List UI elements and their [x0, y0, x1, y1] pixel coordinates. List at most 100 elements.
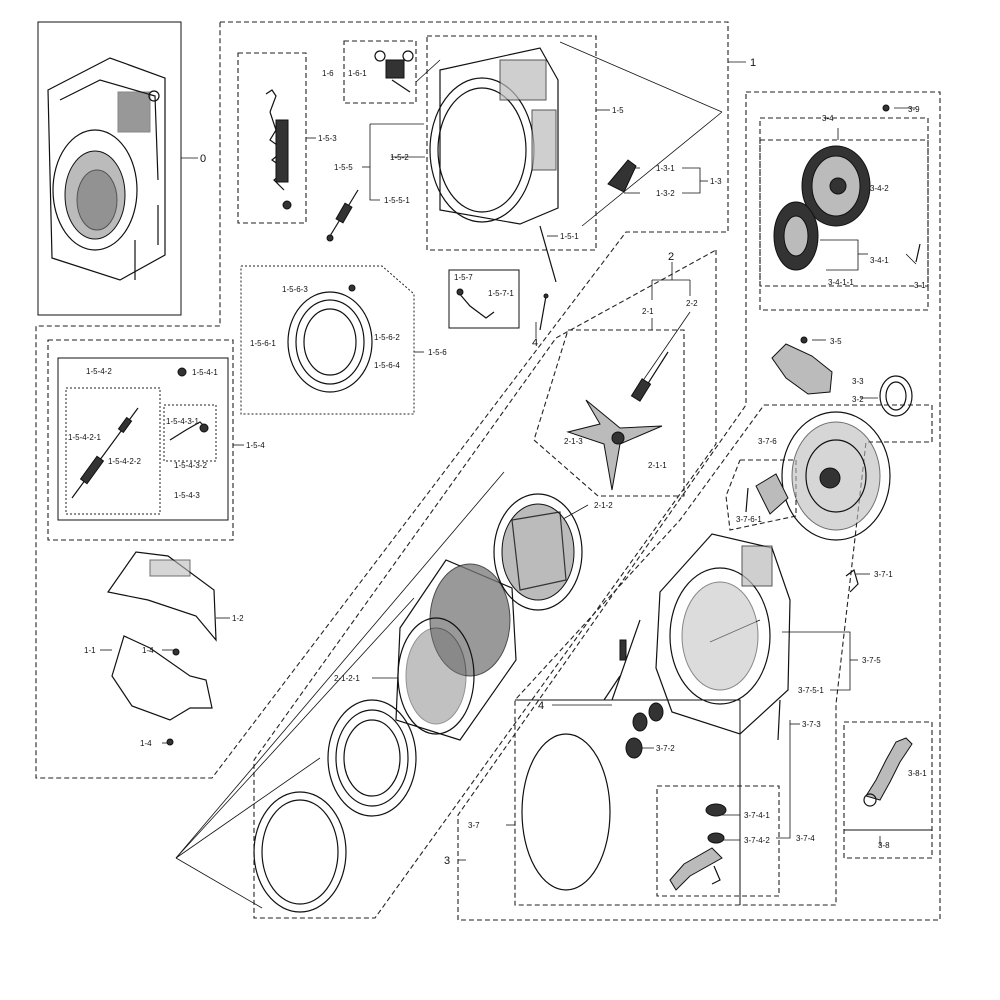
label-1-5-6-1: 1-5-6-1 — [250, 339, 276, 348]
label-3-7-2: 3-7-2 — [656, 744, 675, 753]
label-1-5-4-2-1: 1-5-4-2-1 — [68, 433, 101, 442]
sensor-3-7-6-part — [745, 473, 789, 515]
group-1-5-7-outline — [448, 269, 520, 329]
label-1-3-2: 1-3-2 — [656, 189, 675, 198]
label-1-3: 1-3 — [710, 177, 722, 186]
label-3-8: 3-8 — [878, 841, 890, 850]
label-3-9: 3-9 — [908, 105, 920, 114]
assembly-illustration — [47, 57, 166, 281]
label-1-5-4-1: 1-5-4-1 — [192, 368, 218, 377]
group-3-7-lower-frame — [515, 699, 741, 905]
hose-1-5-4-part — [71, 367, 209, 499]
group-2-1-outline — [533, 329, 685, 497]
group-3-7-4-outline — [656, 785, 780, 897]
bracket-3-3-part — [771, 336, 833, 395]
label-1-5-5-1: 1-5-5-1 — [384, 196, 410, 205]
spring-part — [265, 89, 292, 210]
rear-drum-wall-part — [493, 493, 583, 611]
group-3-8-outline — [843, 721, 933, 859]
label-3-4-1: 3-4-1 — [870, 256, 889, 265]
ring-3-2-part — [879, 375, 913, 417]
label-3-7-4: 3-7-4 — [796, 834, 815, 843]
label-1-6: 1-6 — [322, 69, 334, 78]
label-2: 2 — [668, 251, 674, 263]
front-tub-part — [429, 47, 559, 283]
label-3-3: 3-3 — [852, 377, 864, 386]
label-1-6-1: 1-6-1 — [348, 69, 367, 78]
label-1-5-6-2: 1-5-6-2 — [374, 333, 400, 342]
clip-1-6-1-part — [374, 50, 414, 93]
fastener-4-part — [539, 293, 621, 701]
group-1-5-4-outline — [47, 339, 234, 541]
label-4a: 4 — [532, 337, 538, 349]
label-1-5-6-4: 1-5-6-4 — [374, 361, 400, 370]
counterweight-lower-part — [111, 635, 213, 746]
drain-hose-part — [669, 803, 727, 891]
label-1-5-5: 1-5-5 — [334, 163, 353, 172]
label-1-5-4: 1-5-4 — [246, 441, 265, 450]
label-3-7-4-2: 3-7-4-2 — [744, 836, 770, 845]
group-1-5-4-3-outline — [163, 404, 217, 462]
label-1-5-7-1: 1-5-7-1 — [488, 289, 514, 298]
group-1-5-outline — [426, 35, 597, 251]
group-2-outline — [253, 249, 717, 919]
label-1-5-7: 1-5-7 — [454, 273, 473, 282]
counterweight-upper-part — [106, 551, 217, 656]
label-3-7: 3-7 — [468, 821, 480, 830]
label-2-1-2: 2-1-2 — [594, 501, 613, 510]
stator-disc-part — [781, 411, 891, 541]
gasket-ring-part — [287, 284, 373, 393]
label-1-5-4-3-2: 1-5-4-3-2 — [174, 461, 207, 470]
label-3-4-2: 3-4-2 — [870, 184, 889, 193]
callout-labels: 0 1 2 3 4 4 1-1 1-2 1-3 1-3-1 1-3-2 1-4 … — [68, 57, 927, 867]
rotor-3-4-1-part — [773, 104, 921, 271]
group-1-5-4-inner — [57, 357, 229, 521]
label-1-5-6-3: 1-5-6-3 — [282, 285, 308, 294]
label-3-5: 3-5 — [830, 337, 842, 346]
tub-gasket-part — [521, 733, 611, 891]
spider-arm-part — [566, 351, 669, 491]
label-1-1: 1-1 — [84, 646, 96, 655]
label-0: 0 — [200, 153, 206, 165]
group-1-5-6-outline — [240, 265, 415, 415]
drum-front-ring-part — [327, 699, 417, 817]
group-1-outline — [35, 21, 729, 779]
label-2-1: 2-1 — [642, 307, 654, 316]
label-2-1-1: 2-1-1 — [648, 461, 667, 470]
pulley-part — [801, 145, 871, 227]
group-3-7-outline — [514, 404, 933, 906]
label-3-7-5: 3-7-5 — [862, 656, 881, 665]
assembly-frame — [37, 21, 182, 316]
group-1-6-outline — [343, 40, 417, 104]
bracket-1-5-7-part — [456, 288, 495, 319]
label-3-7-6: 3-7-6 — [758, 437, 777, 446]
bracket-3-7-1-part — [845, 568, 859, 593]
group-outlines — [35, 21, 941, 921]
hook-1-3-part — [607, 159, 637, 193]
label-4b: 4 — [538, 700, 544, 712]
label-3-2: 3-2 — [852, 395, 864, 404]
label-3-7-1: 3-7-1 — [874, 570, 893, 579]
label-3: 3 — [444, 855, 450, 867]
label-2-2: 2-2 — [686, 299, 698, 308]
hose-3-8-part — [863, 737, 913, 807]
rear-tub-part — [655, 533, 791, 741]
label-3-4-1-1: 3-4-1-1 — [828, 278, 854, 287]
group-3-outline — [457, 91, 941, 921]
bearing-seals-part — [611, 619, 664, 759]
group-1-5-3-outline — [237, 52, 307, 224]
group-3-7-6-outline — [725, 459, 797, 531]
label-1-4a: 1-4 — [142, 646, 154, 655]
label-1-5: 1-5 — [612, 106, 624, 115]
label-1-5-4-3: 1-5-4-3 — [174, 491, 200, 500]
damper-pin-part — [326, 189, 359, 242]
label-3-1: 3-1 — [914, 281, 926, 290]
label-3-4: 3-4 — [822, 114, 834, 123]
label-1-5-4-2-2: 1-5-4-2-2 — [108, 457, 141, 466]
label-2-1-3: 2-1-3 — [564, 437, 583, 446]
label-1-5-4-2: 1-5-4-2 — [86, 367, 112, 376]
door-gasket-part — [253, 791, 347, 913]
label-1-2: 1-2 — [232, 614, 244, 623]
label-2-1-2-1: 2-1-2-1 — [334, 674, 360, 683]
